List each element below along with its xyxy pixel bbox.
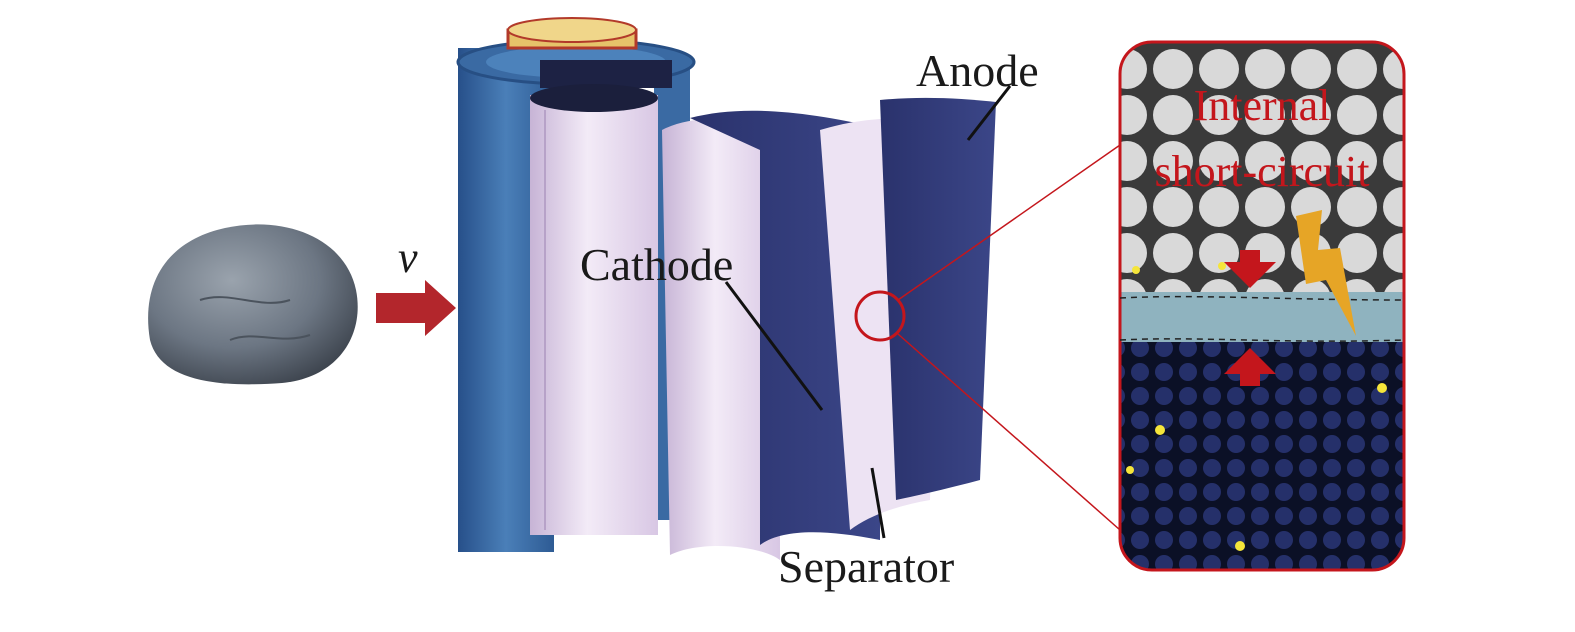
- unrolled-cathode-sheet: [662, 119, 780, 560]
- compression-arrow-down-icon: [1224, 250, 1276, 288]
- zoom-indicator: [854, 144, 1121, 531]
- compression-arrow-up-icon: [1224, 348, 1276, 386]
- leader-lines: [724, 85, 1012, 539]
- velocity-arrow-icon: [376, 280, 456, 336]
- unrolled-anode-sheet-back: [880, 97, 996, 501]
- velocity-label: v: [398, 233, 418, 282]
- separator-leader-line: [870, 467, 886, 539]
- separator-label: Separator: [778, 541, 955, 592]
- zoom-inset-panel: [1120, 42, 1404, 570]
- internal-short-circuit-label-line1: Internal: [1193, 81, 1331, 130]
- cathode-label: Cathode: [580, 239, 734, 290]
- cathode-roll: [530, 84, 658, 535]
- cathode-leader-line: [724, 281, 824, 411]
- rock-impactor: [148, 224, 358, 385]
- internal-short-circuit-label-line2: short-circuit: [1154, 147, 1370, 196]
- anode-leader-line: [966, 85, 1012, 141]
- zoom-inset-border: [1118, 40, 1406, 572]
- lightning-bolt-icon: [1296, 210, 1356, 336]
- separator-boundary-lines: [1119, 295, 1405, 342]
- anode-label: Anode: [916, 45, 1039, 96]
